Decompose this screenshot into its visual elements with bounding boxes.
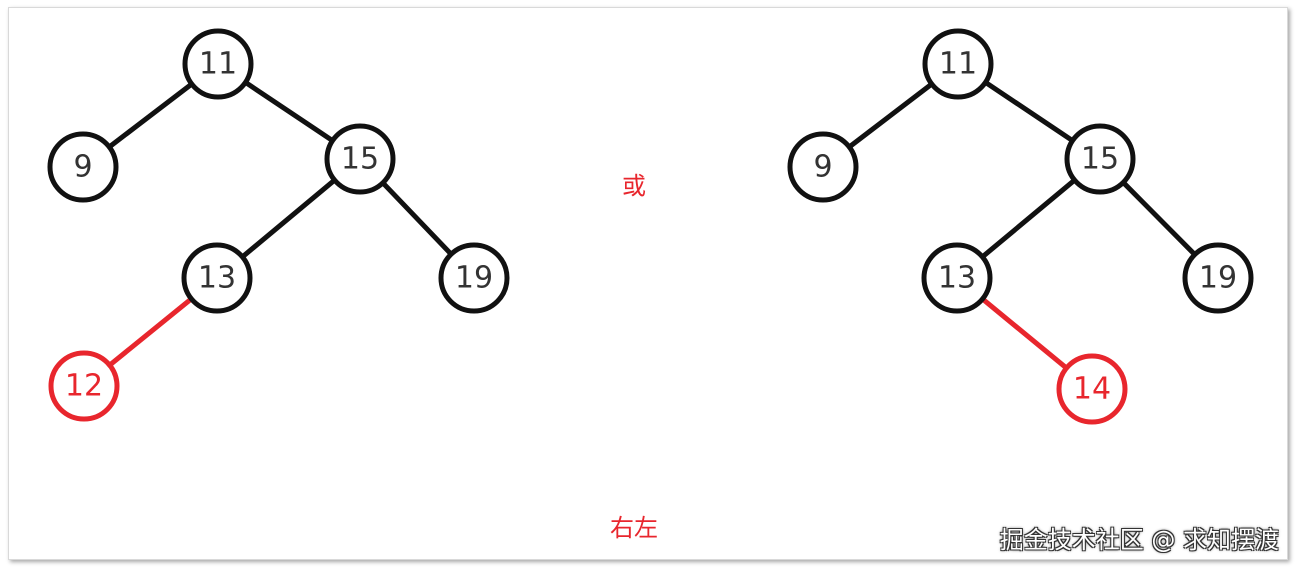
rotation-label: 右左 — [610, 514, 658, 542]
edge-11-9 — [106, 81, 195, 150]
tree-node-19: 19 — [1182, 242, 1254, 314]
edge-13-12 — [107, 296, 194, 368]
tree-node-11: 11 — [922, 28, 994, 100]
node-label: 9 — [73, 150, 92, 185]
tree-node-9: 9 — [47, 131, 119, 203]
node-label: 13 — [938, 261, 976, 296]
or-label: 或 — [622, 172, 646, 200]
tree-node-12: 12 — [48, 350, 120, 422]
node-circle — [1182, 242, 1254, 314]
edge-15-19 — [1120, 179, 1198, 258]
node-circle — [48, 350, 120, 422]
tree-node-19: 19 — [438, 242, 510, 314]
node-label: 11 — [199, 47, 237, 82]
tree-node-15: 15 — [324, 123, 396, 195]
left-tree: 11 9 15 13 19 12 — [47, 28, 510, 422]
edge-11-9 — [846, 81, 935, 150]
node-circle — [438, 242, 510, 314]
tree-node-15: 15 — [1064, 123, 1136, 195]
watermark: 掘金技术社区 @ 求知摆渡 — [999, 526, 1279, 554]
edge-11-15 — [982, 79, 1076, 144]
edge-11-15 — [242, 79, 336, 144]
node-label: 13 — [198, 261, 236, 296]
edge-15-13 — [239, 177, 338, 260]
node-circle — [787, 131, 859, 203]
tree-node-14: 14 — [1056, 353, 1128, 425]
tree-node-9: 9 — [787, 131, 859, 203]
tree-node-11: 11 — [182, 28, 254, 100]
node-circle — [922, 28, 994, 100]
edge-15-13 — [979, 177, 1078, 260]
node-circle — [47, 131, 119, 203]
node-label: 12 — [65, 369, 103, 404]
edge-13-14 — [979, 296, 1070, 371]
node-circle — [181, 242, 253, 314]
right-tree: 11 9 15 13 19 14 — [787, 28, 1254, 425]
node-label: 19 — [455, 261, 493, 296]
node-circle — [182, 28, 254, 100]
node-label: 15 — [341, 142, 379, 177]
node-label: 9 — [813, 150, 832, 185]
node-label: 14 — [1073, 372, 1111, 407]
node-circle — [1064, 123, 1136, 195]
edge-15-19 — [380, 180, 454, 257]
node-circle — [1056, 353, 1128, 425]
node-circle — [324, 123, 396, 195]
node-label: 19 — [1199, 261, 1237, 296]
node-label: 11 — [939, 47, 977, 82]
node-circle — [921, 242, 993, 314]
tree-node-13: 13 — [921, 242, 993, 314]
node-label: 15 — [1081, 142, 1119, 177]
tree-node-13: 13 — [181, 242, 253, 314]
